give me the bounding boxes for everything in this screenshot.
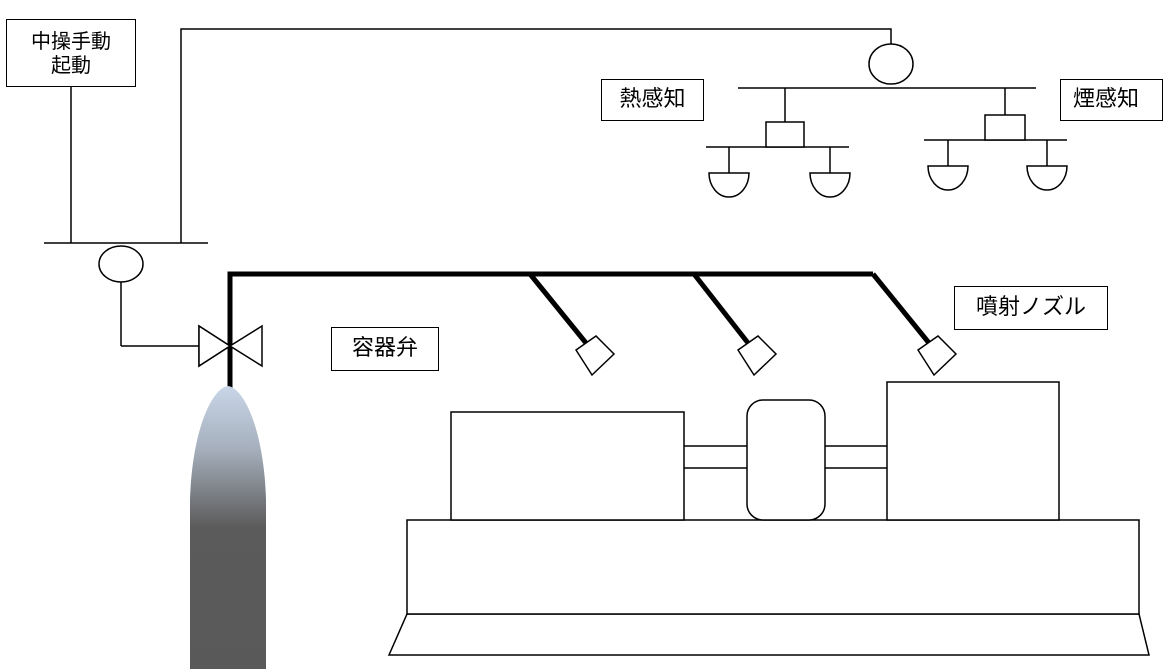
injection-nozzle-2-icon xyxy=(736,335,778,377)
heat-detector-label: 熱感知 xyxy=(601,79,704,121)
machine-base-plinth xyxy=(387,613,1150,656)
alarm-panel-node xyxy=(868,43,914,85)
manual-start-label-line2: 起動 xyxy=(51,53,91,77)
machine-right-unit xyxy=(886,381,1060,521)
manual-start-label-line1: 中操手動 xyxy=(31,29,111,53)
manual-start-label: 中操手動 起動 xyxy=(6,19,136,87)
container-valve-label: 容器弁 xyxy=(331,327,439,371)
nozzle-branch-2 xyxy=(692,272,750,345)
smoke-detector-label: 煙感知 xyxy=(1060,79,1163,121)
machine-left-unit xyxy=(450,411,685,521)
smoke-detector-2-icon xyxy=(1026,165,1068,191)
discharge-main-pipe xyxy=(227,271,873,388)
heat-detector-1-icon xyxy=(708,172,750,198)
control-panel-node xyxy=(98,245,144,283)
alarm-signal-wire xyxy=(180,28,892,243)
machine-shaft-right xyxy=(822,445,890,469)
injection-nozzle-1-icon xyxy=(574,335,616,377)
machine-coupling xyxy=(746,399,826,521)
machine-shaft-left xyxy=(682,445,750,469)
injection-nozzle-3-icon xyxy=(916,335,958,377)
smoke-detector-1-icon xyxy=(927,165,969,191)
nozzle-branch-3 xyxy=(871,272,931,345)
nozzle-branch-1 xyxy=(528,272,588,345)
heat-junction-box xyxy=(765,121,805,148)
machine-base xyxy=(406,519,1140,615)
gas-cylinder xyxy=(190,386,266,669)
heat-detector-2-icon xyxy=(809,172,851,198)
smoke-junction-box xyxy=(984,114,1026,141)
injection-nozzle-label: 噴射ノズル xyxy=(954,286,1108,330)
